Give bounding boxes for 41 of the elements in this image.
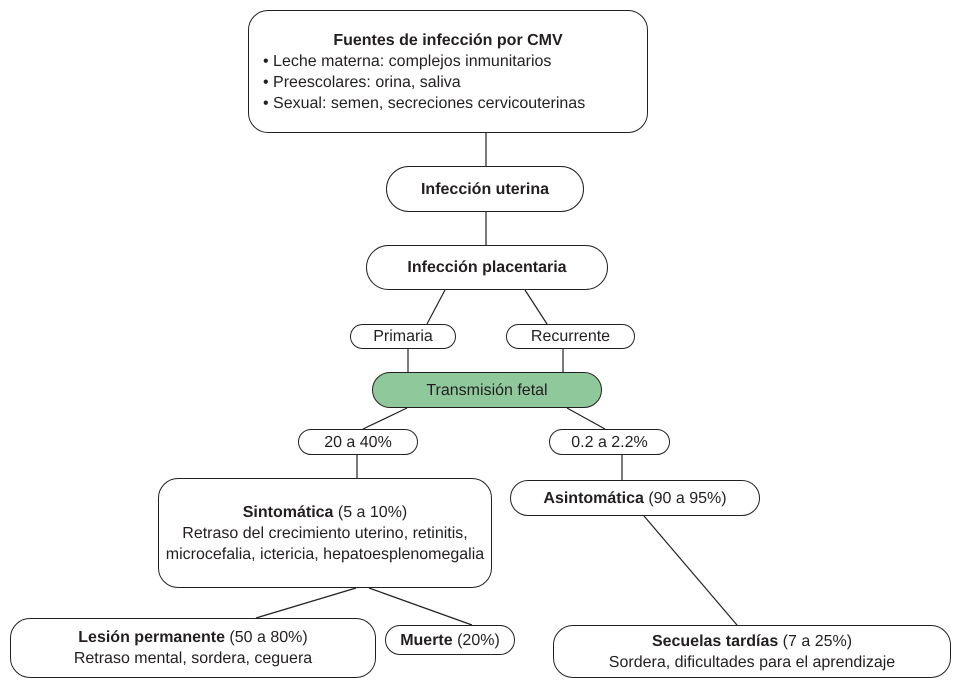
- process-box: [10, 618, 376, 678]
- node-label: Infección placentaria: [407, 258, 567, 278]
- node-text: Sordera, dificultades para el aprendizaje: [608, 652, 896, 672]
- node-heading: Lesión permanente (50 a 80%): [78, 628, 308, 648]
- process-box: [248, 10, 648, 133]
- node-label: 20 a 40%: [324, 432, 392, 452]
- node-label: 0.2 a 2.2%: [571, 432, 648, 452]
- node-heading: Fuentes de infección por CMV: [333, 30, 563, 50]
- node-text: • Sexual: semen, secreciones cervicouterinas: [262, 94, 586, 114]
- node-label: Asintomática (90 a 95%): [543, 488, 727, 508]
- process-box: [366, 245, 608, 290]
- process-box: [158, 478, 492, 588]
- connector-line: [562, 349, 564, 372]
- node-label: Muerte (20%): [400, 630, 500, 650]
- process-box: [510, 480, 760, 516]
- connector-line: [407, 349, 409, 372]
- connector-line: [485, 212, 487, 245]
- node-heading: Sintomática (5 a 10%): [242, 502, 408, 522]
- node-heading: Secuelas tardías (7 a 25%): [652, 632, 852, 652]
- connector-line: [621, 455, 623, 480]
- connector-line: [524, 290, 548, 324]
- process-box: [386, 166, 584, 212]
- connector-line: [362, 407, 408, 430]
- process-box: [385, 625, 515, 655]
- connector-line: [644, 516, 738, 626]
- process-box: [553, 625, 951, 678]
- node-label: Infección uterina: [420, 180, 550, 200]
- node-text: • Preescolares: orina, saliva: [262, 72, 461, 92]
- connector-line: [485, 133, 487, 166]
- node-label: Primaria: [373, 327, 433, 347]
- highlight-box: [372, 372, 602, 408]
- connector-line: [566, 407, 606, 430]
- connector-line: [256, 587, 356, 619]
- node-text: Retraso mental, sordera, ceguera: [74, 649, 312, 669]
- connector-line: [356, 455, 358, 478]
- node-label: Recurrente: [530, 327, 610, 347]
- node-text: Retraso del crecimiento uterino, retinitis, microcefalia, ictericia, hepatoesplenomegalia: [164, 524, 486, 564]
- connector-line: [426, 290, 446, 324]
- node-label: Transmisión fetal: [426, 380, 548, 400]
- connector-line: [368, 587, 472, 626]
- node-text: • Leche materna: complejos inmunitarios: [262, 52, 552, 72]
